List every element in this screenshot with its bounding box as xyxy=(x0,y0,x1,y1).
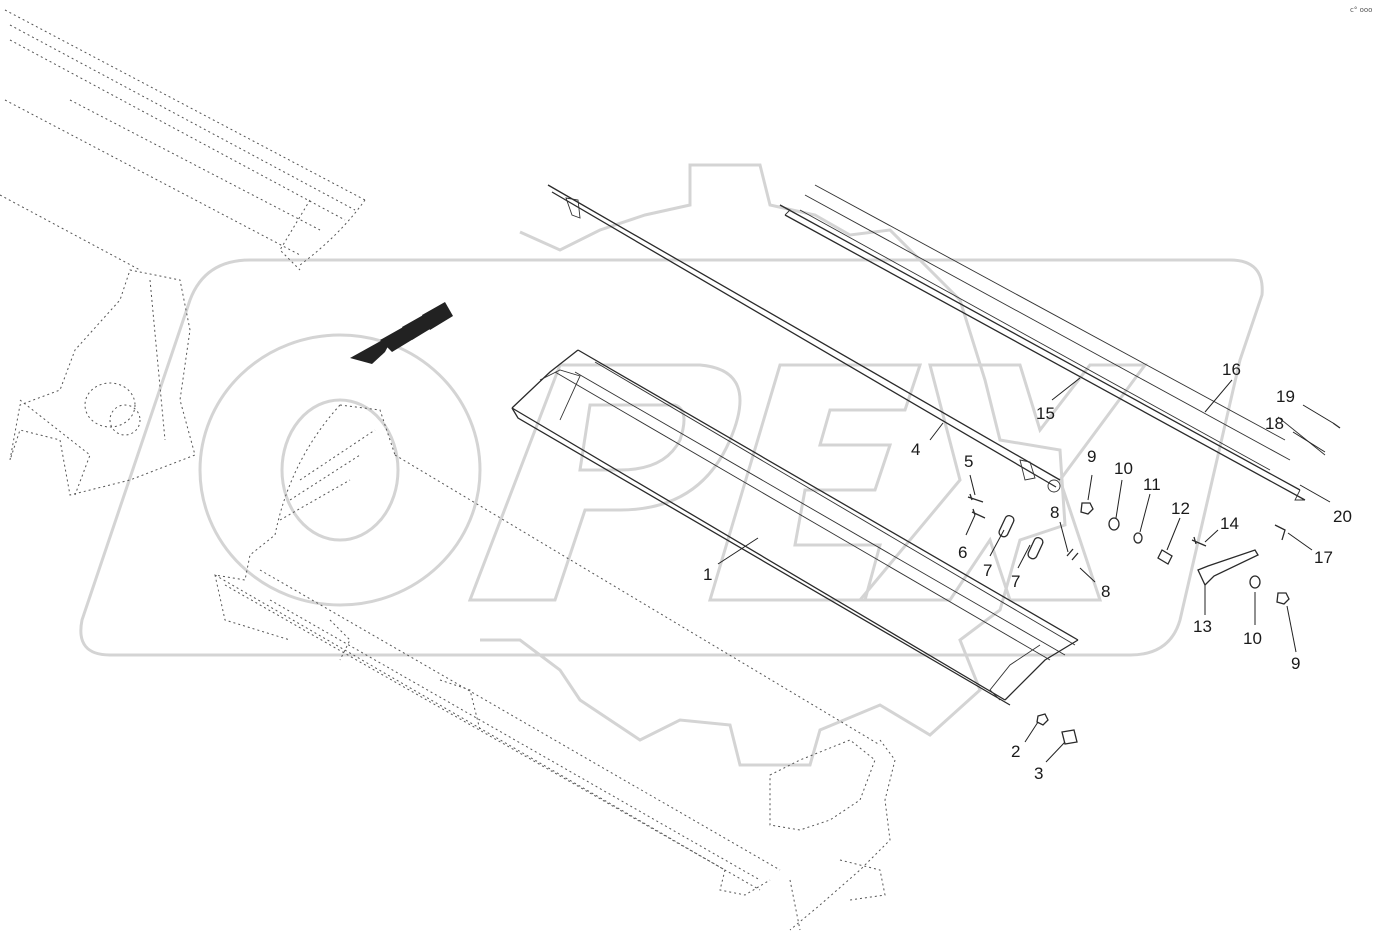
part-15-16-strips xyxy=(779,184,1306,501)
callout-16: 16 xyxy=(1222,360,1241,379)
callout-9b: 9 xyxy=(1291,654,1300,673)
callout-1: 1 xyxy=(703,565,712,584)
callout-8a: 8 xyxy=(1050,503,1059,522)
watermark-gear xyxy=(480,163,1067,767)
callout-10b: 10 xyxy=(1243,629,1262,648)
callout-7a: 7 xyxy=(983,561,992,580)
callout-15: 15 xyxy=(1036,404,1055,423)
leader-lines xyxy=(717,377,1334,763)
callout-18: 18 xyxy=(1265,414,1284,433)
watermark-logo xyxy=(79,258,1264,657)
callout-6: 6 xyxy=(958,543,967,562)
callout-9a: 9 xyxy=(1087,447,1096,466)
callout-5: 5 xyxy=(964,452,973,471)
callout-13: 13 xyxy=(1193,617,1212,636)
callout-10a: 10 xyxy=(1114,459,1133,478)
callout-14: 14 xyxy=(1220,514,1239,533)
callout-20: 20 xyxy=(1333,507,1352,526)
callout-17: 17 xyxy=(1314,548,1333,567)
corner-mark: c° ooo xyxy=(1350,6,1372,14)
machine-upper-left xyxy=(0,9,366,496)
callout-8b: 8 xyxy=(1101,582,1110,601)
machine-main-housing xyxy=(214,404,896,931)
callout-7b: 7 xyxy=(1011,572,1020,591)
direction-arrow-icon xyxy=(350,302,453,364)
part-1-cover-plate xyxy=(511,349,1079,706)
callout-12: 12 xyxy=(1171,499,1190,518)
callout-11: 11 xyxy=(1143,475,1161,494)
part-4-shaft xyxy=(547,184,1061,493)
callout-labels: 1 2 3 4 5 6 7 7 8 8 9 10 11 12 13 14 15 … xyxy=(703,360,1352,783)
callout-19: 19 xyxy=(1276,387,1295,406)
callout-4: 4 xyxy=(911,440,920,459)
callout-2: 2 xyxy=(1011,742,1020,761)
hardware-parts xyxy=(967,416,1341,745)
callout-3: 3 xyxy=(1034,764,1043,783)
